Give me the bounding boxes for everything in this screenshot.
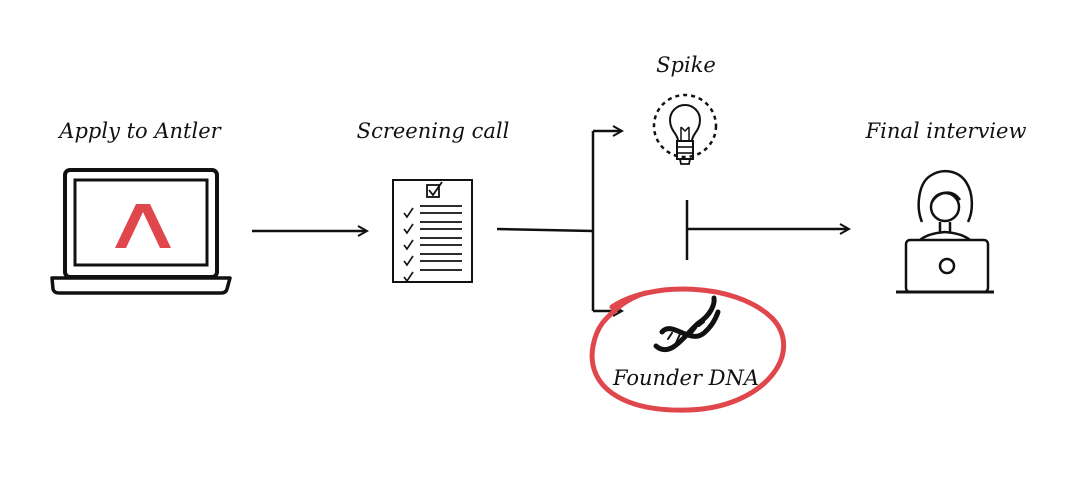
step-label-spike: Spike — [656, 53, 716, 77]
person-laptop-icon — [896, 169, 994, 294]
dna-icon — [653, 295, 721, 353]
lightbulb-icon — [652, 93, 718, 165]
laptop-antler-logo-icon — [50, 168, 232, 295]
branch-connector — [496, 131, 621, 311]
step-label-final: Final interview — [865, 119, 1027, 143]
founder-dna-highlight-circle — [589, 286, 787, 413]
step-label-apply: Apply to Antler — [59, 119, 221, 143]
checklist-icon — [392, 179, 473, 283]
antler-logo — [115, 204, 171, 248]
step-label-screening: Screening call — [356, 119, 510, 143]
step-label-founder-dna: Founder DNA — [612, 366, 760, 390]
arrow-to-final-interview — [685, 200, 848, 260]
